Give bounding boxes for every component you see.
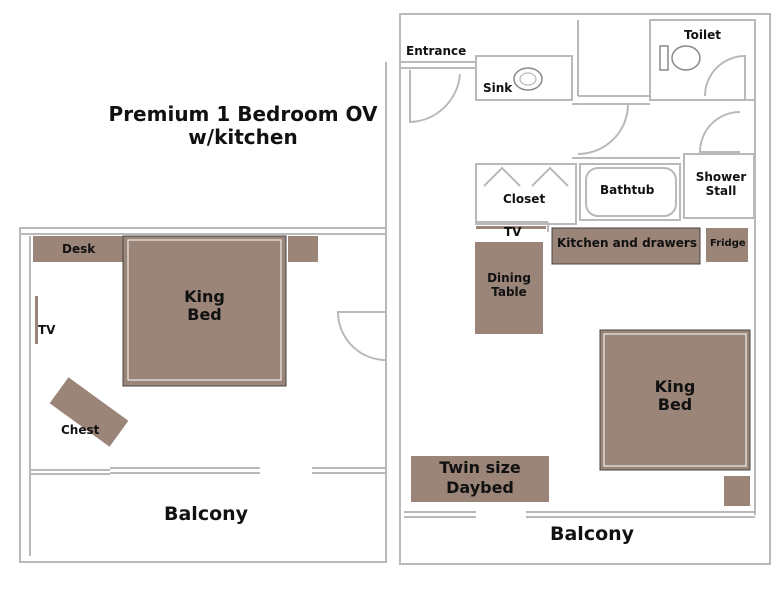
label-shower-line2: Stall — [705, 183, 737, 198]
closet-doors — [483, 166, 569, 187]
bath-door-swing — [577, 103, 630, 155]
label-king-bed-right: King Bed — [600, 377, 750, 415]
entrance-door-swing — [409, 70, 461, 124]
label-dining: Dining Table — [475, 271, 543, 300]
nightstand-right — [724, 476, 750, 506]
desk — [33, 236, 123, 262]
tv-main — [476, 226, 546, 229]
label-dining-line2: Table — [491, 284, 527, 299]
daybed — [411, 456, 549, 502]
label-desk: Desk — [62, 242, 96, 256]
label-toilet: Toilet — [684, 28, 721, 42]
label-king-bed-left: King Bed — [123, 287, 286, 325]
connecting-door-swing — [336, 311, 387, 361]
shower-door-swing — [698, 111, 741, 153]
label-king-bed-left-line2: Bed — [187, 305, 222, 325]
closet-frame — [475, 163, 577, 225]
label-daybed-line2: Daybed — [446, 478, 514, 497]
label-dining-line1: Dining — [487, 271, 531, 285]
bathtub-frame — [579, 163, 681, 221]
label-king-bed-right-line2: Bed — [657, 395, 693, 415]
label-tv-main: TV — [504, 225, 522, 239]
label-balcony-left: Balcony — [164, 503, 249, 525]
label-entrance: Entrance — [406, 44, 467, 58]
label-daybed: Twin size Daybed — [411, 458, 549, 498]
right-unit-outline — [399, 13, 771, 565]
king-bed-right — [599, 329, 751, 471]
plan-title-line2: w/kitchen — [188, 125, 298, 149]
plan-title-line1: Premium 1 Bedroom OV — [108, 102, 378, 126]
label-closet: Closet — [503, 192, 546, 206]
fridge — [706, 228, 748, 262]
label-daybed-line1: Twin size — [439, 458, 521, 477]
toilet-fixture — [671, 45, 701, 71]
label-king-bed-right-line1: King — [654, 377, 696, 396]
label-kitchen: Kitchen and drawers — [557, 236, 697, 250]
label-shower-line1: Shower — [695, 170, 747, 184]
label-balcony-right: Balcony — [550, 523, 635, 545]
king-bed-left — [122, 235, 287, 387]
chest — [49, 377, 129, 447]
toilet-door-swing — [704, 54, 746, 100]
kitchen-counter — [551, 227, 701, 265]
label-chest: Chest — [61, 423, 100, 437]
label-sink: Sink — [483, 81, 513, 95]
toilet-room — [649, 19, 756, 101]
plan-title: Premium 1 Bedroom OV w/kitchen — [93, 103, 393, 149]
nightstand-left — [288, 236, 318, 262]
label-tv-left: TV — [38, 323, 56, 337]
shower-frame — [683, 153, 755, 219]
sink-basin — [513, 67, 543, 91]
label-king-bed-left-line1: King — [184, 287, 225, 306]
dining-table — [475, 242, 543, 334]
label-shower: Shower Stall — [692, 170, 750, 199]
label-fridge: Fridge — [710, 238, 746, 249]
label-bathtub: Bathtub — [600, 183, 655, 197]
tv-left — [35, 296, 38, 344]
